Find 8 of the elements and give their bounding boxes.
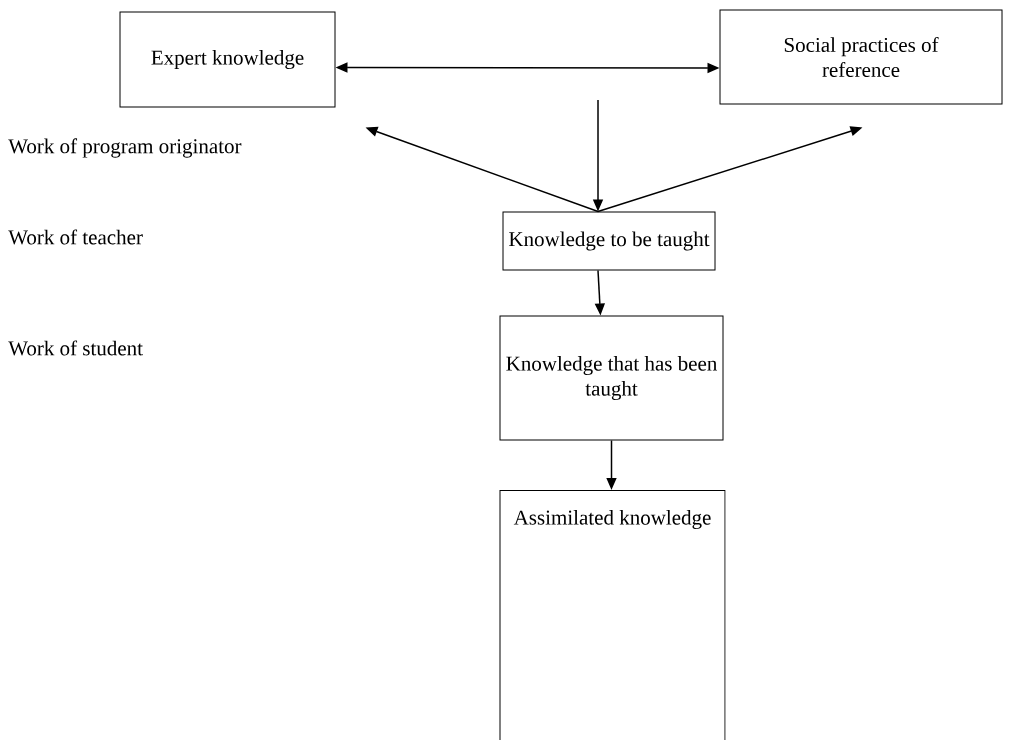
text-box: Knowledge that has been taught	[499, 315, 724, 441]
text-box: Social practices of reference	[719, 9, 1003, 105]
text-box: Knowledge to be taught	[502, 211, 716, 271]
side-label: Work of student	[8, 340, 143, 356]
text-box: Expert knowledge	[119, 11, 336, 108]
side-label: Work of program originator	[8, 138, 242, 158]
text-box: Assimilated knowledge	[499, 490, 726, 740]
side-label: Work of teacher	[8, 229, 143, 245]
